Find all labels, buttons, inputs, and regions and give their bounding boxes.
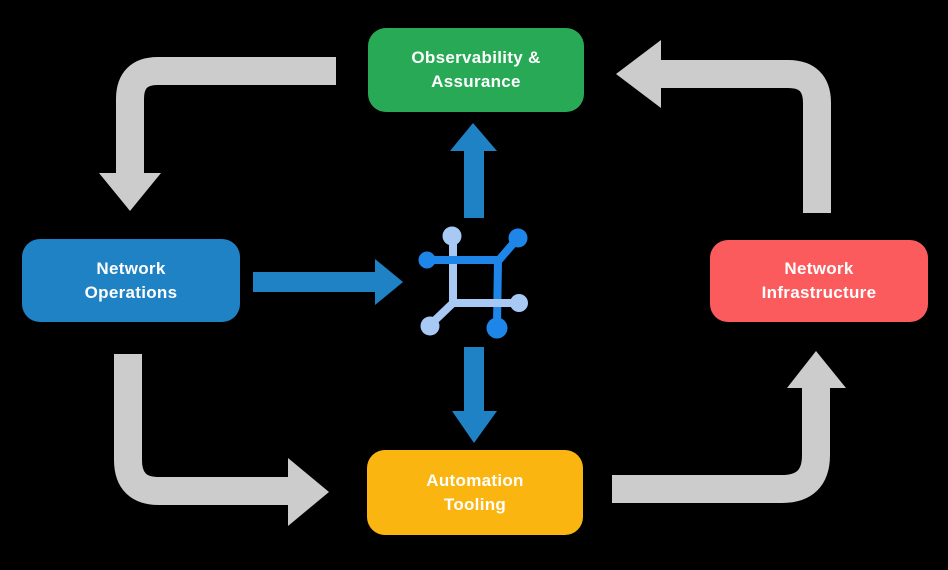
arrow-head-up-icon (787, 351, 846, 388)
arrow-head-down-icon (452, 411, 497, 443)
arrow-observability-to-operations (99, 57, 336, 211)
arrow-infrastructure-to-observability (616, 40, 831, 213)
icon-node-left-dark (418, 251, 436, 269)
node-network-infrastructure: Network Infrastructure (710, 240, 928, 322)
arrow-operations-to-center (253, 259, 403, 305)
arrow-shaft (464, 347, 484, 413)
arrow-shaft (114, 354, 289, 505)
icon-node-bottomleft-light (420, 316, 440, 336)
arrow-shaft (253, 272, 375, 292)
node-label: Automation Tooling (426, 470, 524, 514)
arrow-head-right-icon (288, 458, 329, 526)
arrow-shaft (464, 148, 484, 218)
arrow-center-to-automation (452, 347, 497, 443)
node-observability-assurance: Observability & Assurance (368, 28, 584, 112)
arrow-operations-to-automation (114, 354, 329, 526)
node-label: Observability & Assurance (411, 48, 541, 91)
arrow-shaft (660, 60, 831, 213)
arrow-automation-to-infrastructure (612, 351, 846, 503)
arrow-center-to-observability (450, 123, 497, 218)
node-label: Network Infrastructure (761, 259, 877, 302)
node-label: Network Operations (84, 258, 178, 302)
arrow-head-down-icon (99, 173, 161, 211)
arrow-head-left-icon (616, 40, 661, 108)
node-network-operations: Network Operations (22, 239, 240, 322)
arrow-head-right-icon (375, 259, 403, 305)
arrow-shaft (116, 57, 336, 174)
network-automation-icon (418, 226, 528, 339)
icon-node-right-light (510, 294, 528, 312)
arrow-head-up-icon (450, 123, 497, 151)
node-automation-tooling: Automation Tooling (367, 450, 583, 535)
icon-node-bottom-dark (486, 317, 508, 339)
icon-node-topright-dark (508, 228, 528, 248)
arrow-shaft (612, 387, 830, 503)
icon-line-right-dark (493, 256, 502, 329)
icon-node-top-light (442, 226, 462, 246)
